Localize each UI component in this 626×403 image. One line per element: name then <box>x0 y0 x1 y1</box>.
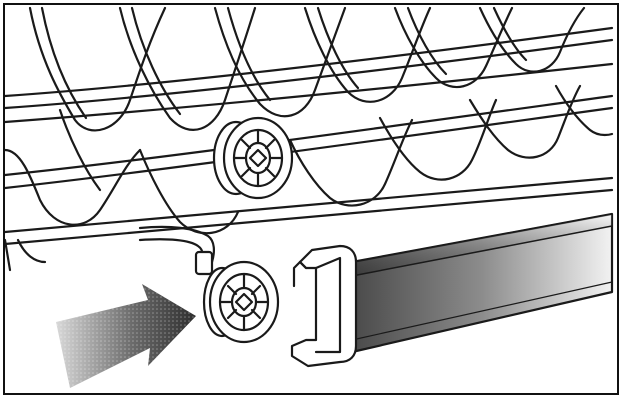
upper-wheel <box>212 116 294 200</box>
lower-wheel <box>194 250 280 344</box>
rail <box>290 212 614 368</box>
wire-rack <box>5 6 614 274</box>
insert-arrow <box>56 284 196 388</box>
illustration-frame <box>3 3 619 395</box>
